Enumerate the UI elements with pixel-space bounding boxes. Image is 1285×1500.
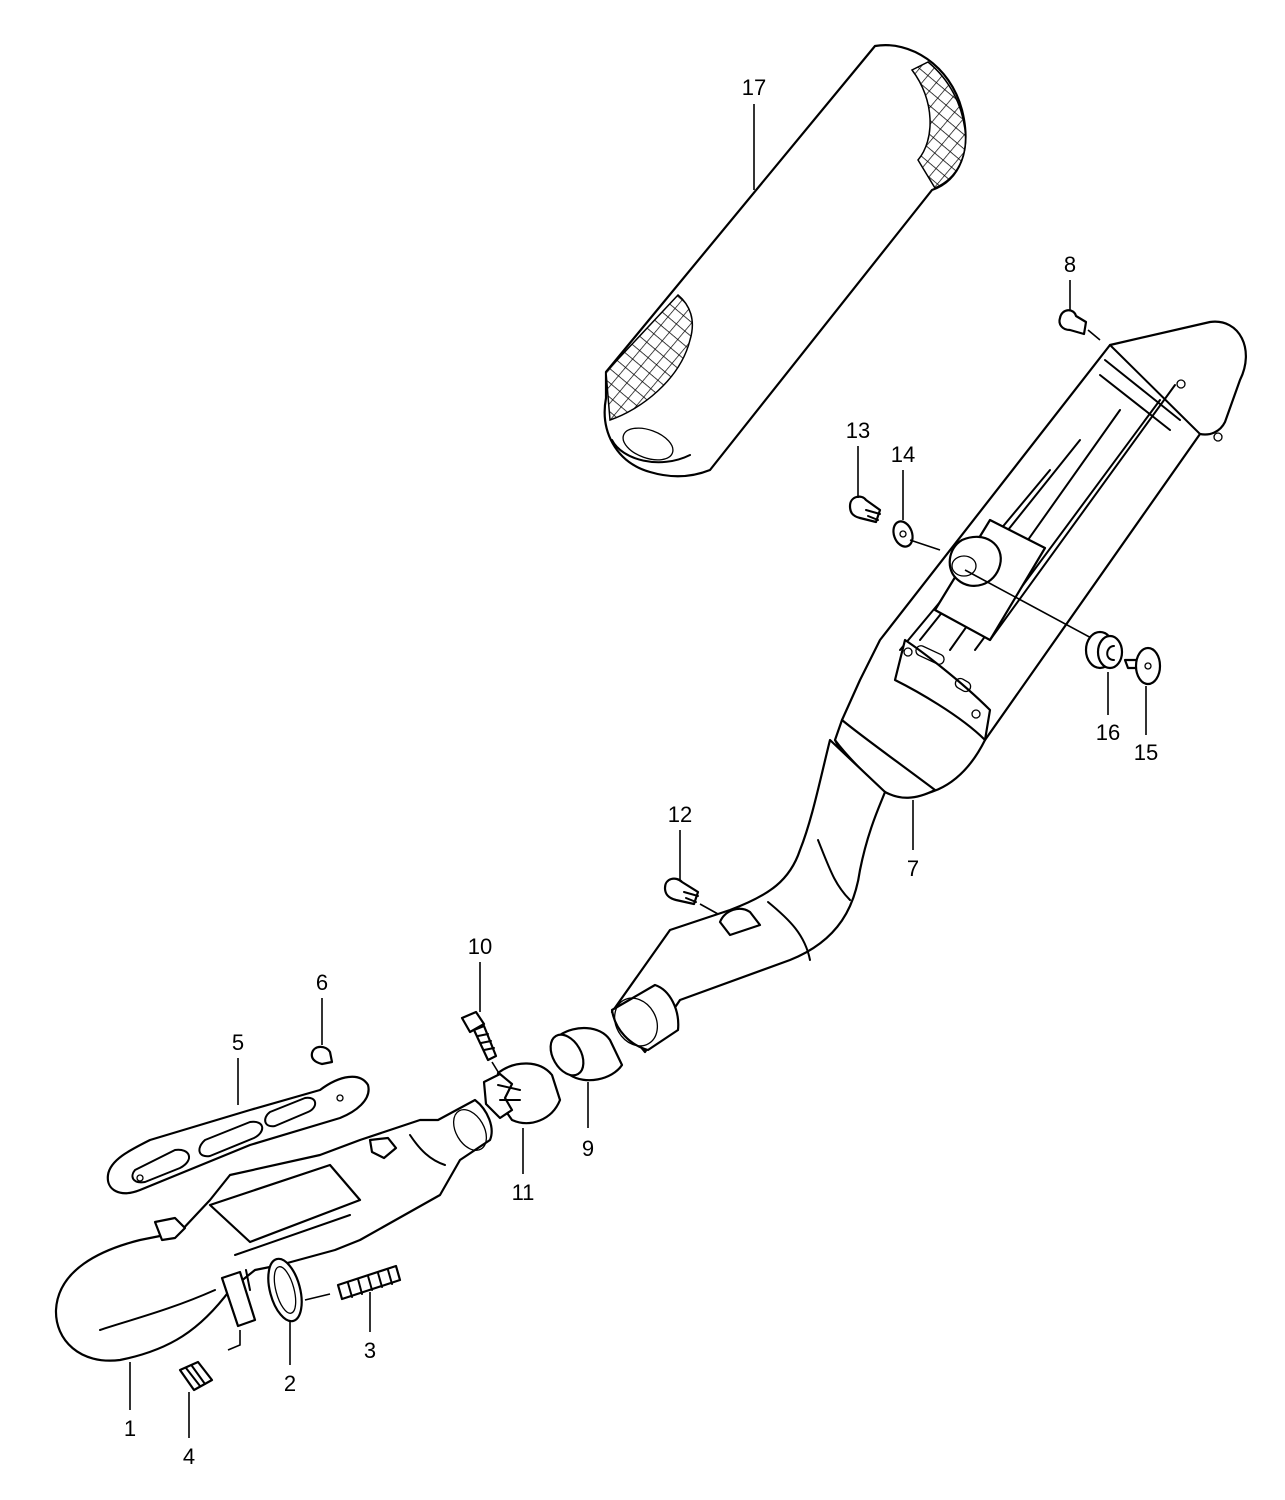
screw-6-part — [310, 1045, 334, 1066]
gasket-2-part — [267, 1257, 303, 1323]
exhaust-pipe-part — [54, 1098, 493, 1362]
callout-6: 6 — [316, 970, 328, 995]
muffler-cover-part — [603, 44, 967, 478]
gasket-9-part — [549, 1027, 624, 1082]
bolt-15-part — [1123, 646, 1162, 686]
callout-7: 7 — [907, 856, 919, 881]
washer-14-part — [892, 520, 941, 551]
callout-13: 13 — [846, 418, 870, 443]
callout-12: 12 — [668, 802, 692, 827]
callout-16: 16 — [1096, 720, 1120, 745]
callout-3: 3 — [364, 1338, 376, 1363]
bolt-13-part — [848, 495, 882, 524]
callout-17: 17 — [742, 75, 766, 100]
heat-shield-part — [106, 1075, 370, 1195]
mount-leader-line — [964, 569, 1096, 641]
callout-14: 14 — [891, 442, 915, 467]
callout-1: 1 — [124, 1416, 136, 1441]
callout-8: 8 — [1064, 252, 1076, 277]
callout-leaders — [129, 104, 1147, 1438]
bolt-12-part — [663, 877, 719, 915]
callout-5: 5 — [232, 1030, 244, 1055]
callout-2: 2 — [284, 1371, 296, 1396]
collar-16-part — [1084, 630, 1124, 670]
bolt-8-part — [1058, 309, 1101, 341]
callout-labels: 17 8 13 14 16 15 7 12 10 6 5 9 11 1 4 2 … — [124, 75, 1158, 1469]
callout-11: 11 — [512, 1180, 535, 1205]
clamp-11-part — [482, 1062, 562, 1125]
callout-15: 15 — [1134, 740, 1158, 765]
bolt-10-part — [460, 1010, 501, 1076]
muffler-assembly-part — [610, 320, 1247, 1054]
callout-4: 4 — [183, 1444, 195, 1469]
callout-9: 9 — [582, 1136, 594, 1161]
stud-3-part — [304, 1264, 402, 1301]
callout-10: 10 — [468, 934, 492, 959]
nut-4-part — [178, 1360, 214, 1392]
